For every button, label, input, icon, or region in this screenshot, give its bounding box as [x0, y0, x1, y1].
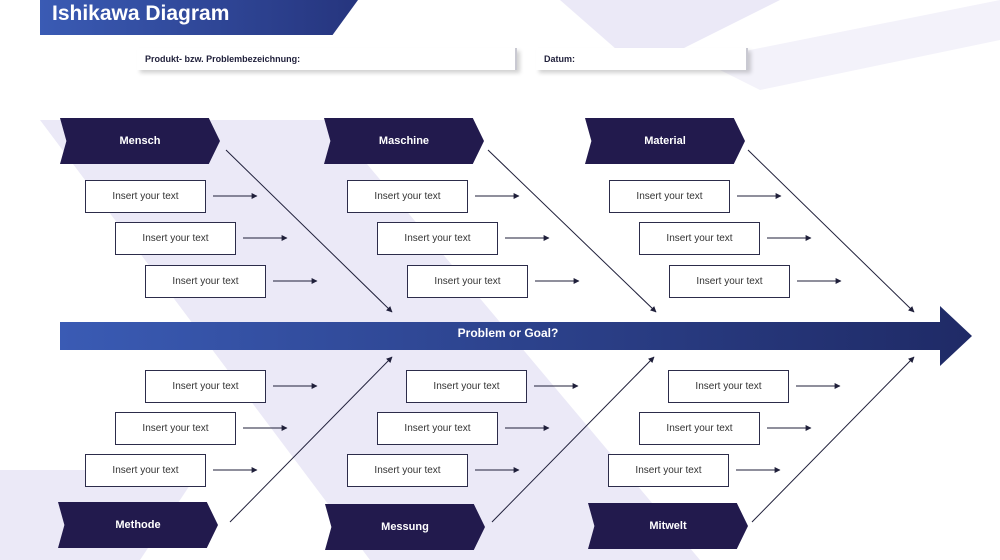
- bone-line-4: [229, 356, 393, 523]
- cause-text-box[interactable]: Insert your text: [407, 265, 528, 298]
- category-methode: Methode: [58, 502, 218, 548]
- cause-text-box[interactable]: Insert your text: [145, 370, 266, 403]
- bone-line-2: [487, 149, 657, 313]
- cause-text-box[interactable]: Insert your text: [347, 454, 468, 487]
- bone-line-1: [225, 149, 393, 313]
- category-mensch: Mensch: [60, 118, 220, 164]
- cause-text-box[interactable]: Insert your text: [377, 412, 498, 445]
- cause-text-box[interactable]: Insert your text: [669, 265, 790, 298]
- cause-text-box[interactable]: Insert your text: [639, 412, 760, 445]
- bone-line-5: [491, 356, 655, 523]
- title-banner: Ishikawa Diagram: [40, 0, 358, 35]
- spine-label: Problem or Goal?: [457, 326, 559, 340]
- cause-text-box[interactable]: Insert your text: [639, 222, 760, 255]
- cause-text-box[interactable]: Insert your text: [115, 412, 236, 445]
- date-field[interactable]: Datum:: [536, 48, 748, 70]
- spine-arrow: [60, 306, 972, 366]
- bone-line-3: [747, 149, 915, 313]
- cause-text-box[interactable]: Insert your text: [609, 180, 730, 213]
- page-title: Ishikawa Diagram: [52, 2, 230, 25]
- cause-text-box[interactable]: Insert your text: [85, 454, 206, 487]
- product-field[interactable]: Produkt- bzw. Problembezeichnung:: [137, 48, 517, 70]
- cause-text-box[interactable]: Insert your text: [377, 222, 498, 255]
- cause-text-box[interactable]: Insert your text: [347, 180, 468, 213]
- bone-line-6: [751, 356, 915, 523]
- category-maschine: Maschine: [324, 118, 484, 164]
- cause-text-box[interactable]: Insert your text: [608, 454, 729, 487]
- cause-text-box[interactable]: Insert your text: [406, 370, 527, 403]
- cause-text-box[interactable]: Insert your text: [145, 265, 266, 298]
- category-material: Material: [585, 118, 745, 164]
- cause-text-box[interactable]: Insert your text: [85, 180, 206, 213]
- category-mitwelt: Mitwelt: [588, 503, 748, 549]
- category-messung: Messung: [325, 504, 485, 550]
- cause-text-box[interactable]: Insert your text: [668, 370, 789, 403]
- cause-text-box[interactable]: Insert your text: [115, 222, 236, 255]
